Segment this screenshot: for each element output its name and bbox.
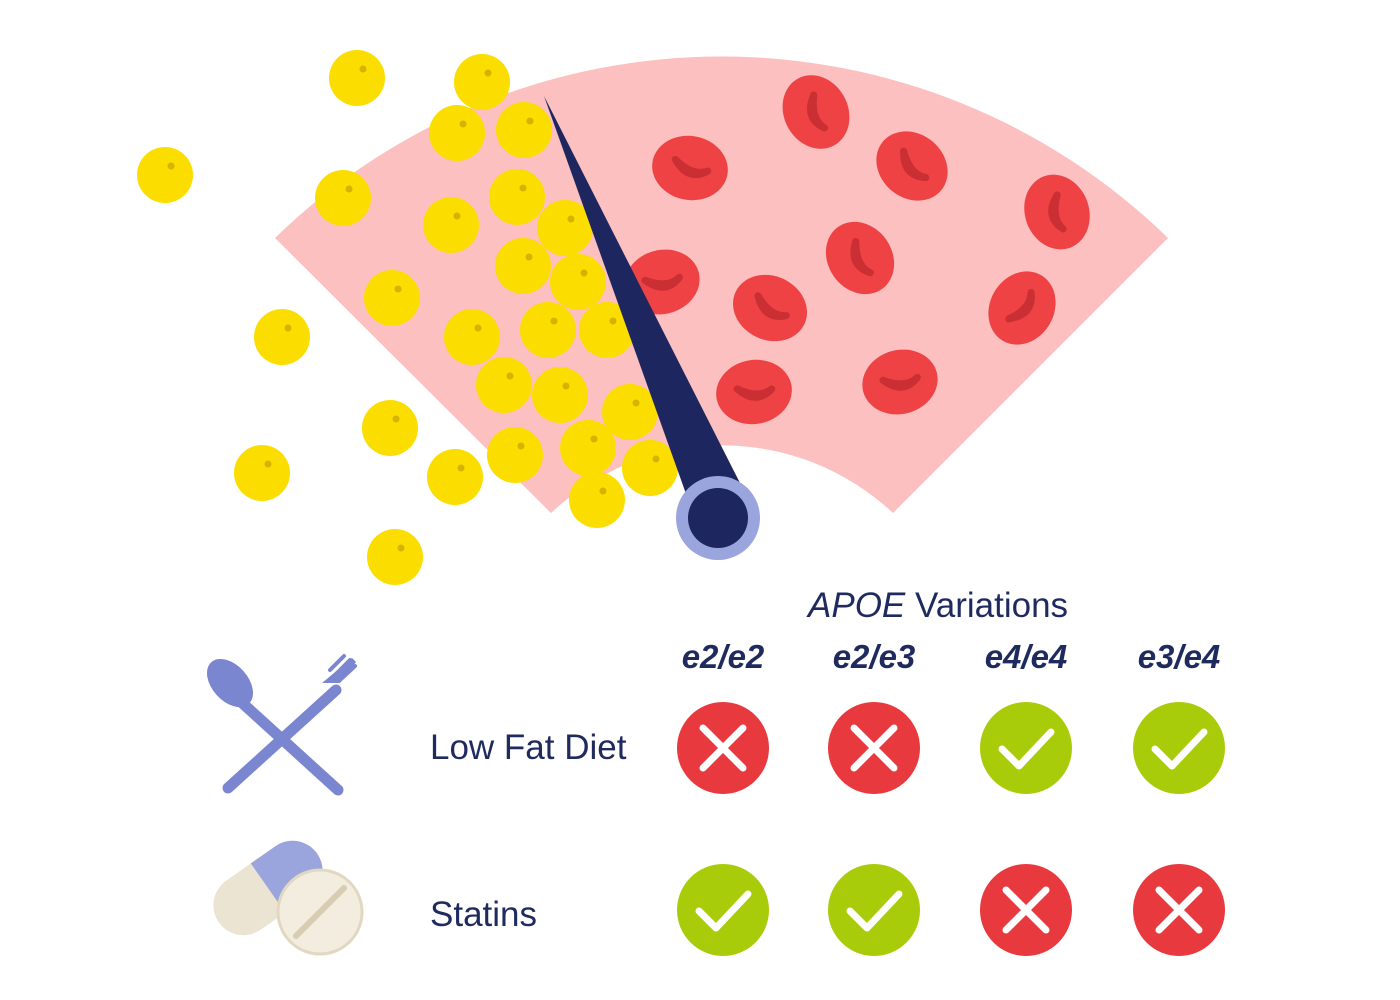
column-header-e2e3: e2/e3 (832, 638, 916, 675)
fat-cell (560, 420, 616, 476)
fat-cell (315, 170, 371, 226)
fat-cell (427, 449, 483, 505)
fat-cell (362, 400, 418, 456)
fat-cell (429, 105, 485, 161)
fat-cell (622, 440, 678, 496)
fat-cell (329, 50, 385, 106)
fat-cell (579, 302, 635, 358)
fat-cell (495, 238, 551, 294)
column-header-e4e4: e4/e4 (984, 638, 1068, 675)
blood-cell (652, 135, 728, 201)
fat-cell (444, 309, 500, 365)
fat-cell (234, 445, 290, 501)
title-rest: Variations (915, 586, 1069, 625)
spoon-fork-icon (206, 654, 357, 796)
column-header-e2e2: e2/e2 (681, 638, 765, 675)
blood-cell (1024, 174, 1090, 250)
pill-icon (213, 840, 364, 956)
gauge-needle (544, 96, 760, 560)
fat-cell (137, 147, 193, 203)
chart-title: APOE Variations (808, 586, 1068, 626)
fat-cell (476, 357, 532, 413)
fat-cell (423, 197, 479, 253)
blood-cell (733, 274, 807, 342)
column-header-e3e4: e3/e4 (1137, 638, 1221, 675)
fat-cell (487, 427, 543, 483)
fat-cell (367, 529, 423, 585)
fat-cell (454, 54, 510, 110)
row-label-statins: Statins (430, 895, 537, 934)
fat-cell (602, 384, 658, 440)
fat-cell (532, 367, 588, 423)
results-grid (677, 702, 1225, 956)
row-label-low-fat-diet: Low Fat Diet (430, 728, 627, 767)
fat-cell (489, 169, 545, 225)
fat-cell (254, 309, 310, 365)
fat-cell (537, 200, 593, 256)
blood-cell (825, 221, 895, 295)
blood-cell (862, 349, 938, 415)
cross-icon (828, 702, 920, 794)
check-icon (828, 864, 920, 956)
blood-cell (782, 75, 850, 149)
blood-cell (988, 271, 1056, 345)
cross-icon (980, 864, 1072, 956)
check-icon (980, 702, 1072, 794)
cross-icon (1133, 864, 1225, 956)
fat-cell (364, 270, 420, 326)
blood-cell (876, 131, 948, 201)
gene-name: APOE (808, 586, 906, 625)
cross-icon (677, 702, 769, 794)
fat-cell (520, 302, 576, 358)
fat-cell (569, 472, 625, 528)
fat-cell (550, 254, 606, 310)
check-icon (1133, 702, 1225, 794)
fat-cells (137, 50, 678, 585)
blood-cell (716, 359, 792, 425)
check-icon (677, 864, 769, 956)
fat-cell (496, 102, 552, 158)
